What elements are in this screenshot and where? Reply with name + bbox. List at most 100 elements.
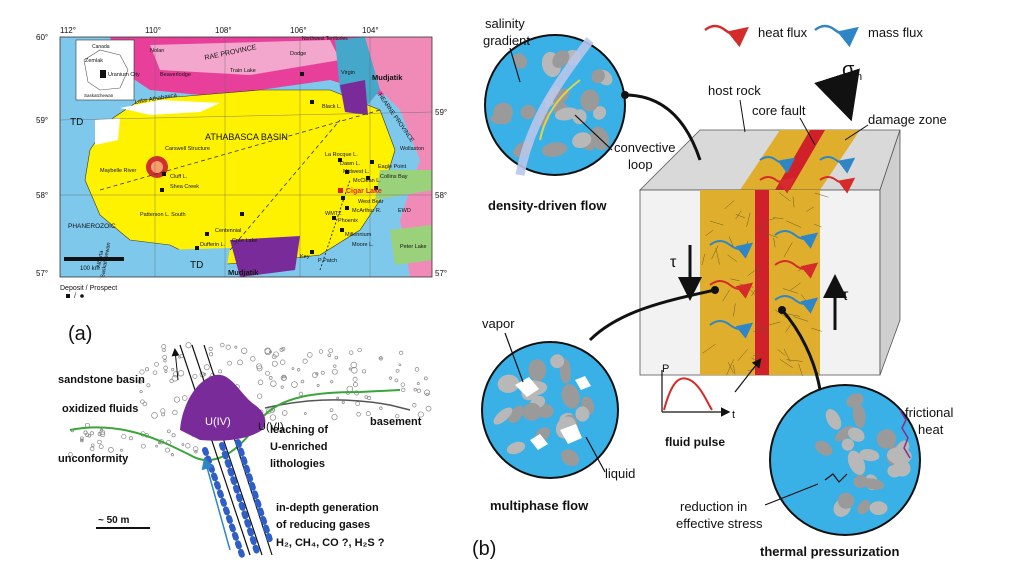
sand-grain (388, 376, 393, 380)
fracture (778, 192, 791, 202)
thermal-circle (769, 384, 921, 536)
fracture (798, 363, 803, 377)
p-axis-label: P (662, 363, 669, 375)
place-label: Carswell Structure (165, 146, 210, 152)
fracture (724, 200, 735, 210)
sand-grain (379, 406, 383, 410)
geologic-map: Canada Saskatchewan 112° 110° 108° 106° … (36, 26, 447, 300)
sand-grain (171, 368, 175, 372)
sand-grain (234, 345, 238, 349)
block-side-face (879, 129, 901, 376)
fracture (773, 237, 776, 248)
sand-grain (173, 396, 180, 403)
gases-line-3: H₂, CH₄, CO ?, H₂S ? (276, 537, 385, 549)
upflow-arrow (201, 457, 231, 551)
sand-grain (394, 378, 399, 383)
sand-grain (280, 359, 286, 365)
nw-territories-label: Northwest Territories (302, 36, 348, 42)
leaching-line-3: lithologies (270, 458, 325, 470)
fracture (811, 327, 822, 332)
rock-grain (593, 106, 607, 120)
sand-grain (68, 452, 73, 457)
sand-grain (302, 358, 308, 364)
hearne-province (360, 37, 432, 277)
map-frame (59, 36, 433, 278)
sand-grain (424, 389, 431, 396)
lake-athabasca (120, 100, 220, 115)
sand-grain (162, 348, 166, 352)
sand-grain (348, 367, 352, 371)
sand-grain (268, 376, 273, 380)
sand-grain (328, 348, 334, 354)
multiphase-title: multiphase flow (490, 498, 589, 513)
fracture (757, 224, 768, 231)
sand-grain (162, 354, 168, 360)
leaching-line-1: leaching of (270, 424, 328, 436)
sand-grain (137, 379, 143, 384)
fracture (783, 242, 793, 258)
sand-grain (327, 353, 332, 357)
sand-grain (300, 379, 305, 384)
rock-grain (561, 449, 580, 467)
density-flow-title: density-driven flow (488, 198, 607, 213)
mass-flux-legend-icon (814, 24, 859, 48)
sand-grain (316, 384, 320, 387)
sand-grain (395, 368, 400, 373)
sand-grain (367, 396, 372, 401)
core-fault-label: core fault (752, 103, 806, 118)
convective-loop-line (539, 79, 581, 141)
purple-unit-top (340, 80, 368, 115)
sand-grain (307, 352, 313, 358)
rock-grains (815, 393, 912, 517)
sand-grain (265, 370, 270, 376)
rock-grain (572, 132, 592, 149)
place-label: Phoenix (338, 218, 358, 224)
place-label: Millennium (345, 232, 372, 238)
place-label: Dodge (290, 51, 306, 57)
sand-grain (256, 393, 263, 399)
place-label: Collins Bay (380, 174, 408, 180)
reduction-pointer (764, 483, 819, 506)
place-label: Cluff L. (170, 174, 188, 180)
sand-grain (378, 356, 383, 361)
host-rock-pointer (739, 99, 746, 133)
fracture (733, 364, 736, 375)
sand-grain (355, 401, 361, 407)
place-label: Cree Lake (232, 238, 257, 244)
sand-grain (413, 388, 417, 392)
sand-grain (256, 363, 263, 370)
salinity-line-1: salinity (485, 16, 525, 31)
mudjatik-label-top: Mudjatik (372, 73, 403, 82)
sand-grain (91, 443, 95, 447)
fracture (711, 245, 719, 260)
place-label: Nolan (150, 48, 164, 54)
cross-section: U(IV) U(VI) sandstone basin oxidized flu… (58, 342, 432, 558)
place-label: Key (300, 254, 310, 260)
sand-grain (412, 403, 417, 408)
lon-label-110: 110° (145, 26, 161, 35)
rock-grain (580, 89, 600, 112)
unconformity-label: unconformity (58, 453, 129, 465)
normal-stress-arrow (814, 68, 860, 122)
place-label: P Patch (318, 258, 337, 264)
fluid-pulse-title: fluid pulse (665, 435, 725, 449)
sand-grain (140, 399, 145, 404)
sand-grain (401, 387, 406, 393)
heat-flux-label: heat flux (758, 25, 808, 40)
inset-canada-label: Canada (92, 44, 110, 50)
fracture (701, 253, 706, 266)
sand-grain (364, 395, 368, 399)
place-label: Maybelle River (100, 168, 137, 174)
place-label: Virgin (341, 70, 355, 76)
core-fault-front (755, 190, 769, 375)
oxidized-fluids-label: oxidized fluids (62, 403, 138, 415)
lat-label-59-right: 59° (435, 108, 447, 117)
sand-grain (237, 359, 243, 366)
sand-grain (416, 382, 420, 386)
lake-white (95, 118, 120, 145)
convective-line-2: loop (628, 157, 653, 172)
sand-grain (423, 376, 428, 381)
density-connector-dot (621, 91, 629, 99)
graticule (60, 37, 432, 277)
fracture (705, 229, 714, 236)
